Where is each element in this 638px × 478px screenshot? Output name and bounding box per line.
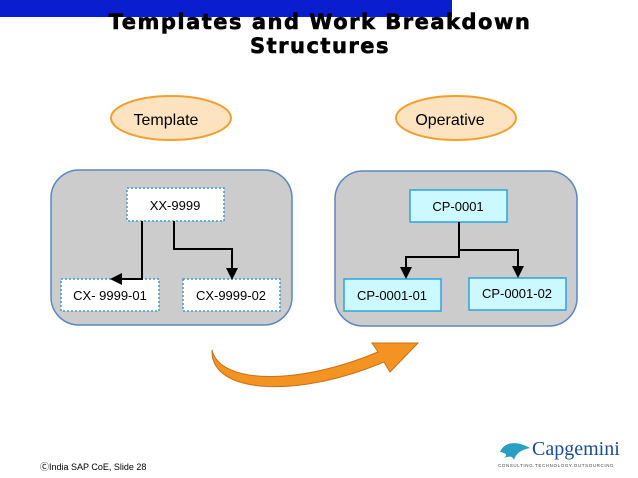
operative-ellipse: Operative [395, 95, 517, 141]
logo-tagline: CONSULTING.TECHNOLOGY.OUTSOURCING [498, 463, 615, 468]
template-child-text-2: CX-9999-02 [196, 288, 266, 303]
template-root-text: XX-9999 [150, 198, 201, 213]
header-bar [0, 0, 452, 17]
operative-child-box-2: CP-0001-02 [468, 277, 567, 311]
template-child-box-2: CX-9999-02 [182, 278, 281, 312]
connector-arrow [400, 222, 460, 279]
logo-wordmark: Capgemini [532, 438, 620, 460]
connector-arrow [110, 221, 143, 285]
curved-transfer-arrow-icon [211, 342, 420, 388]
title-line-1: Templates and Work Breakdown [108, 10, 532, 35]
template-ellipse: Template [110, 95, 232, 141]
spade-logo-icon [500, 443, 530, 460]
template-child-text-1: CX- 9999-01 [73, 288, 147, 303]
template-root-box: XX-9999 [126, 187, 225, 222]
connector-arrow [173, 221, 238, 280]
template-child-box-1: CX- 9999-01 [60, 278, 160, 312]
operative-root-text: CP-0001 [432, 199, 483, 214]
template-label: Template [134, 112, 199, 129]
title-line-2: Structures [249, 34, 390, 59]
operative-child-text-2: CP-0001-02 [482, 286, 552, 301]
capgemini-logo: Capgemini CONSULTING.TECHNOLOGY.OUTSOURC… [498, 438, 623, 470]
operative-label: Operative [415, 112, 484, 129]
operative-child-text-1: CP-0001-01 [357, 288, 427, 303]
slide-footer: ⒸIndia SAP CoE, Slide 28 [40, 462, 147, 472]
connector-arrow [459, 249, 524, 278]
slide-title: Templates and Work Breakdown Structures [90, 10, 550, 59]
operative-root-box: CP-0001 [409, 189, 508, 223]
operative-child-box-1: CP-0001-01 [343, 278, 442, 312]
